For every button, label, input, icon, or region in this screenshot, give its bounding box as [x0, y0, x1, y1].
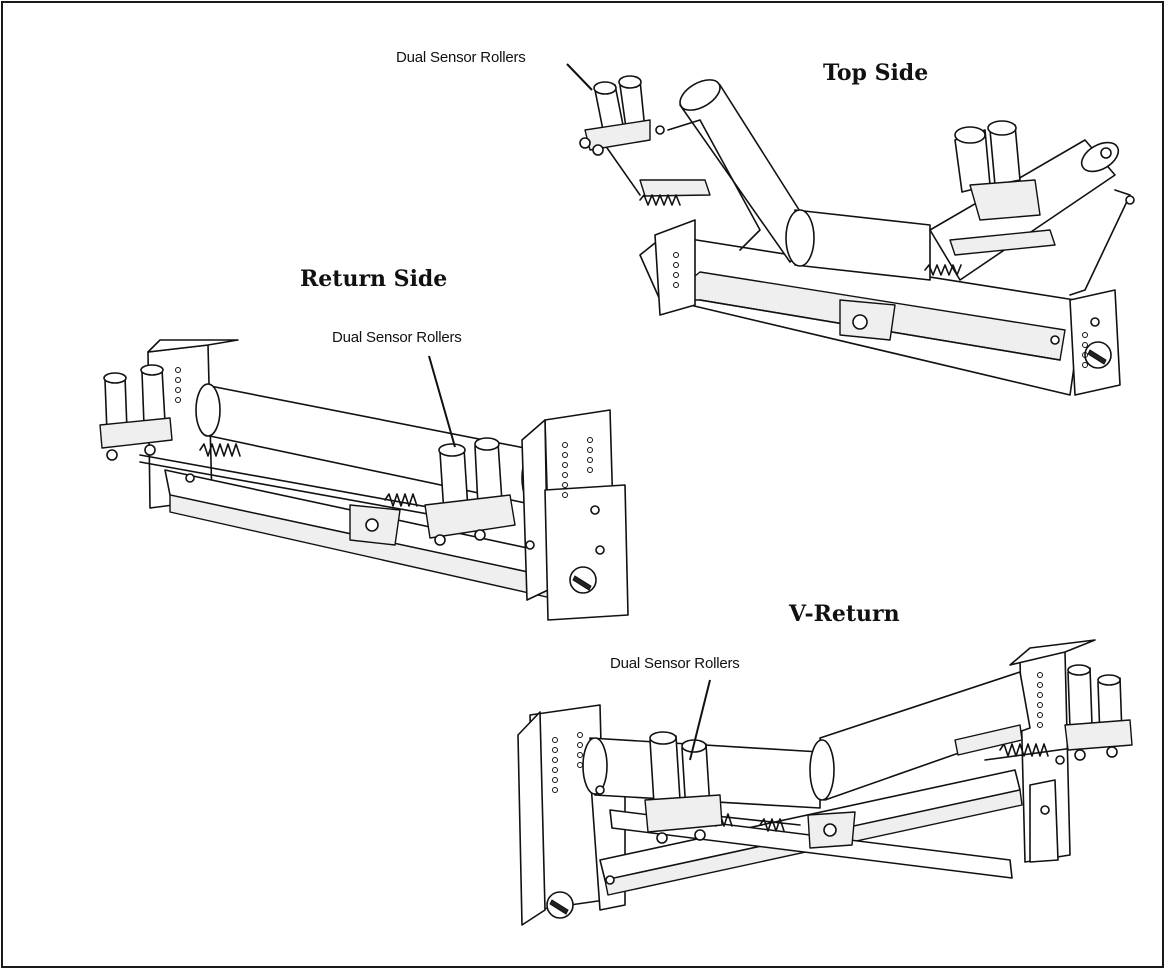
return-side-title: Return Side	[300, 266, 448, 292]
return-side-callout-leader	[428, 355, 456, 448]
top-side-title: Top Side	[823, 60, 929, 86]
v-return-callout-label: Dual Sensor Rollers	[610, 655, 740, 672]
top-side-callout-leader	[566, 63, 593, 91]
top-side-assembly	[579, 75, 1135, 396]
top-side-callout-label: Dual Sensor Rollers	[396, 49, 526, 66]
return-side-callout-label: Dual Sensor Rollers	[332, 329, 462, 346]
return-side-assembly	[99, 339, 629, 621]
v-return-title: V-Return	[789, 601, 900, 627]
v-return-assembly	[517, 639, 1133, 926]
v-return-callout-leader	[689, 679, 711, 761]
